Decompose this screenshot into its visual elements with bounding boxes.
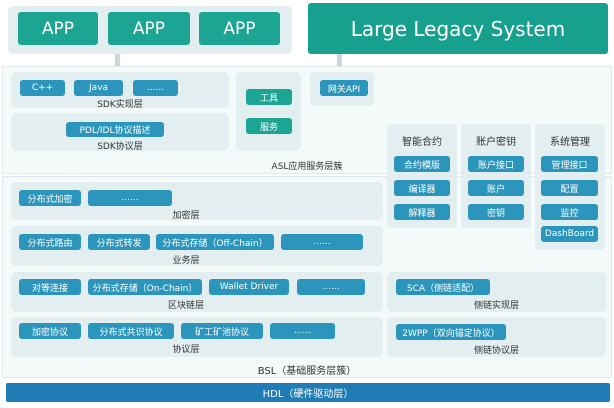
chain-tag-more: ...... (297, 279, 365, 295)
sdk-tag-more: ...... (133, 80, 178, 96)
account-item-account: 账户 (468, 180, 524, 196)
tools-panel (236, 72, 301, 151)
contract-item-compiler: 编译器 (394, 180, 450, 196)
business-tag-more: ...... (281, 234, 363, 250)
app-box-3: APP (199, 12, 280, 45)
system-column-title: 系统管理 (550, 137, 590, 148)
system-item-interface: 管理接口 (541, 156, 598, 172)
account-item-key: 密钥 (468, 204, 524, 220)
contract-column-title: 智能合约 (402, 137, 442, 148)
system-item-monitor: 监控 (541, 204, 598, 220)
sdk-tag-java: Java (74, 80, 123, 96)
business-layer-label: 业务层 (172, 256, 200, 266)
crypto-tag-more: ...... (88, 190, 172, 206)
account-column-title: 账户密钥 (476, 137, 516, 148)
crypto-layer-label: 加密层 (172, 211, 200, 221)
chain-tag-storage: 分布式存储（On-Chain） (88, 279, 202, 295)
protocol-tag-crypto: 加密协议 (19, 323, 81, 339)
chain-tag-wallet: Wallet Driver (209, 279, 289, 295)
chain-tag-peer: 对等连接 (19, 279, 81, 295)
sdk-tag-pdl: PDL/IDL协议描述 (66, 122, 164, 137)
sidechain-protocol-label: 侧链协议层 (473, 346, 519, 356)
crypto-tag-1: 分布式加密 (19, 190, 81, 206)
protocol-layer-label: 协议层 (172, 345, 200, 355)
protocol-tag-consensus: 分布式共识协议 (88, 323, 174, 339)
hdl-bar: HDL（硬件驱动层） (6, 383, 610, 402)
sdk-protocol-label: SDK协议层 (97, 142, 143, 152)
sidechain-impl-label: 侧链实现层 (473, 301, 519, 311)
app-box-2: APP (108, 12, 190, 45)
service-tag: 服务 (246, 118, 292, 134)
system-item-dashboard: DashBoard (541, 226, 598, 242)
business-tag-route: 分布式路由 (19, 234, 81, 250)
connector-sdk (115, 54, 120, 68)
bsl-label: BSL（基础服务层簇） (257, 366, 357, 377)
sdk-impl-label: SDK实现层 (97, 100, 143, 110)
app-box-1: APP (18, 12, 98, 45)
contract-item-template: 合约模版 (394, 156, 450, 172)
chain-layer-label: 区块链层 (167, 301, 204, 311)
account-item-interface: 账户接口 (468, 156, 524, 172)
contract-item-interpreter: 解释器 (394, 204, 450, 220)
sdk-tag-cpp: C++ (20, 80, 65, 96)
sidechain-protocol-tag: 2WPP（双向锚定协议） (396, 324, 506, 340)
sidechain-impl-tag: SCA（侧链适配） (396, 279, 490, 295)
tool-tag: 工具 (246, 89, 292, 105)
connector-gateway (337, 54, 342, 68)
protocol-tag-more: ...... (270, 323, 335, 339)
protocol-tag-mining: 矿工矿池协议 (181, 323, 263, 339)
gateway-tag: 网关API (320, 80, 368, 96)
business-tag-storage: 分布式存储（Off-Chain） (156, 234, 274, 250)
business-tag-forward: 分布式转发 (88, 234, 150, 250)
system-item-config: 配置 (541, 180, 598, 196)
legacy-system-box: Large Legacy System (308, 3, 608, 54)
asl-label: ASL应用服务层簇 (271, 162, 343, 172)
